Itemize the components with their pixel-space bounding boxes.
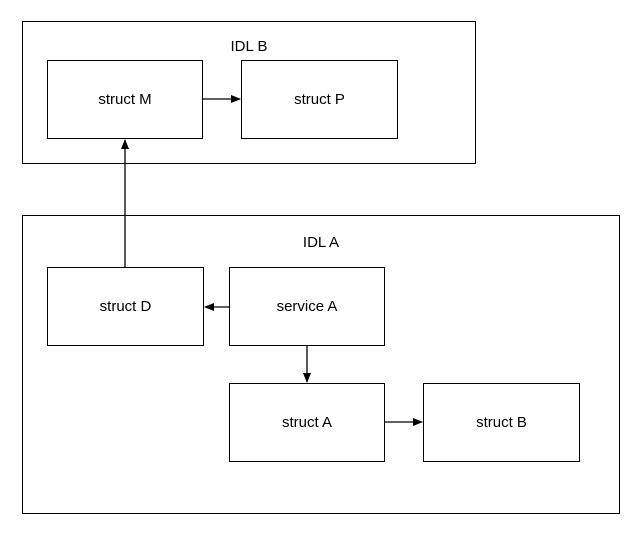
struct-b-label: struct B xyxy=(476,414,527,431)
idl-a-group: IDL A xyxy=(22,215,620,514)
struct-a-label: struct A xyxy=(281,414,333,431)
struct-m-label: struct M xyxy=(98,91,152,108)
service-a-label: service A xyxy=(276,298,338,315)
struct-d-label: struct D xyxy=(99,298,152,315)
struct-d-node: struct D xyxy=(47,267,204,346)
idl-a-label: IDL A xyxy=(302,234,340,251)
service-a-node: service A xyxy=(229,267,385,346)
struct-p-label: struct P xyxy=(294,91,345,108)
struct-p-node: struct P xyxy=(241,60,398,139)
struct-b-node: struct B xyxy=(423,383,580,462)
idl-b-label: IDL B xyxy=(230,38,268,55)
struct-a-node: struct A xyxy=(229,383,385,462)
struct-m-node: struct M xyxy=(47,60,203,139)
